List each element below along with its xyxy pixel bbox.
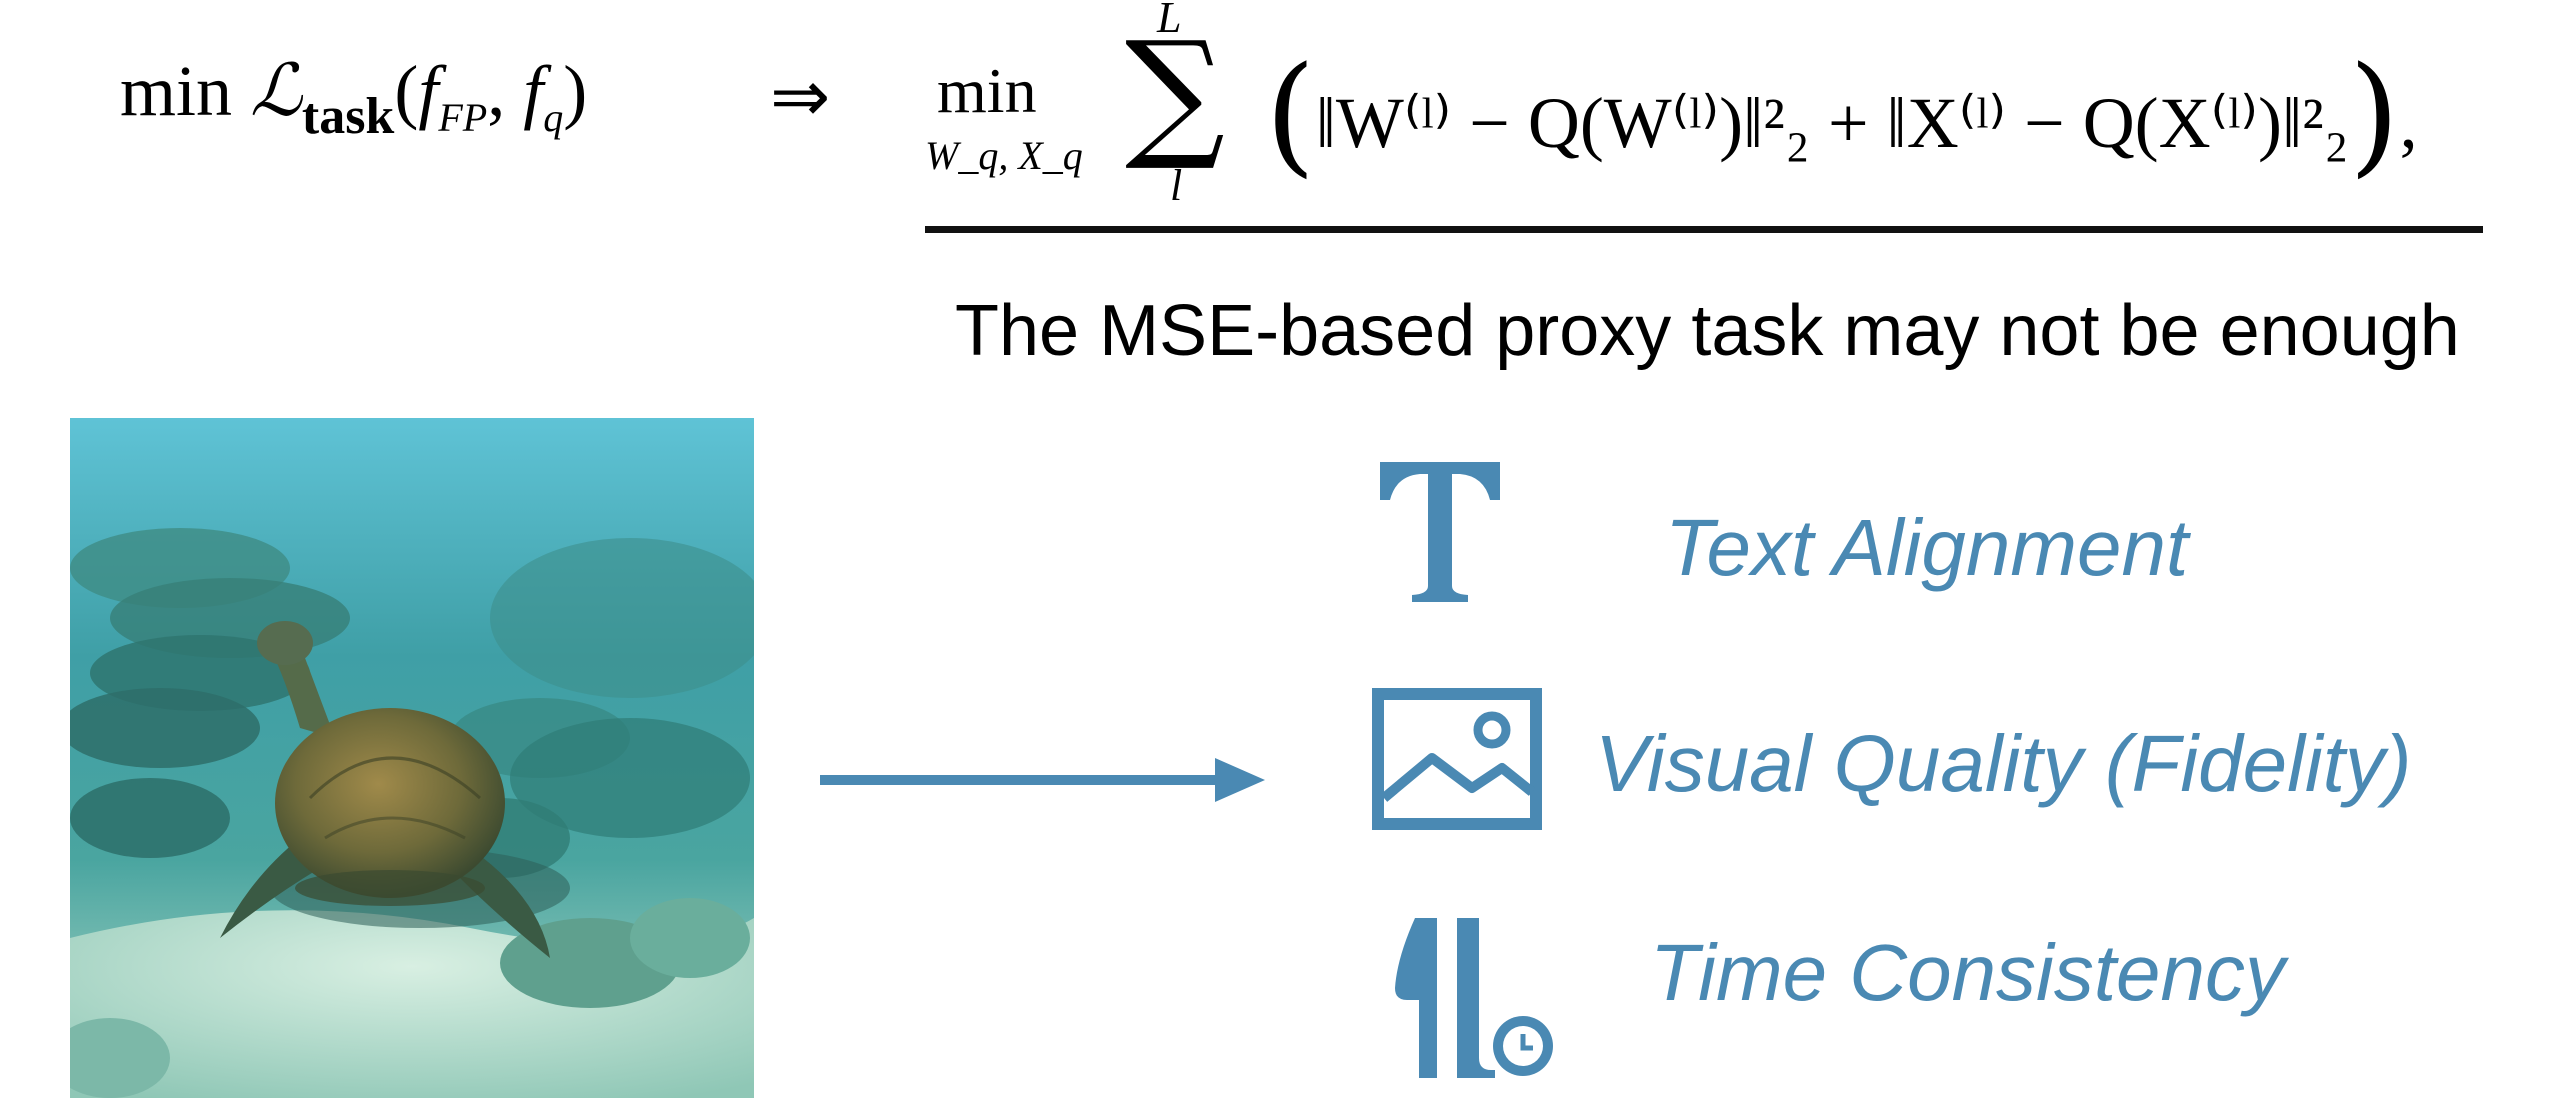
- paren-close: ): [563, 51, 588, 131]
- f-q-subscript: q: [543, 95, 564, 140]
- mse-terms: ‖W⁽ˡ⁾ − Q(W⁽ˡ⁾)‖²₂ + ‖X⁽ˡ⁾ − Q(X⁽ˡ⁾)‖²₂: [1315, 83, 2349, 163]
- sum-lower-limit: l: [1170, 161, 1183, 210]
- text-t-icon: [1380, 462, 1500, 602]
- f-q: f: [523, 51, 544, 131]
- loss-symbol: ℒ: [250, 48, 302, 132]
- loss-subscript: task: [301, 88, 395, 145]
- image-icon: [1372, 688, 1542, 830]
- equation-underline: [925, 226, 2483, 233]
- proxy-task-note: The MSE-based proxy task may not be enou…: [955, 291, 2460, 371]
- equation-lhs: min ℒtask(fFP, fq): [120, 54, 587, 143]
- right-arrow: [820, 758, 1265, 802]
- sum-symbol: ∑: [1125, 12, 1225, 175]
- paren-open: (: [394, 51, 419, 131]
- sum-upper-limit: L: [1157, 0, 1182, 42]
- time-consistency-label: Time Consistency: [1650, 928, 2286, 1017]
- comma: ,: [487, 51, 524, 131]
- implies-symbol: ⇒: [770, 54, 831, 138]
- rhs-min-subscript: W_q, X_q: [925, 133, 1083, 178]
- f-fp-subscript: FP: [438, 95, 488, 140]
- time-consistency-icon: [1395, 918, 1553, 1078]
- f-fp: f: [418, 51, 439, 131]
- min-operator: min: [120, 51, 233, 131]
- sum-body: (‖W⁽ˡ⁾ − Q(W⁽ˡ⁾)‖²₂ + ‖X⁽ˡ⁾ − Q(X⁽ˡ⁾)‖²₂…: [1265, 38, 2418, 190]
- rhs-min-operator: min: [937, 55, 1037, 126]
- trailing-comma: ,: [2399, 83, 2418, 163]
- visual-quality-label: Visual Quality (Fidelity): [1595, 719, 2412, 808]
- equation-rhs: min W_q, X_q L ∑ l (‖W⁽ˡ⁾ − Q(W⁽ˡ⁾)‖²₂ +…: [925, 0, 2525, 220]
- turtle-photo: [70, 418, 754, 1098]
- text-alignment-label: Text Alignment: [1665, 503, 2189, 592]
